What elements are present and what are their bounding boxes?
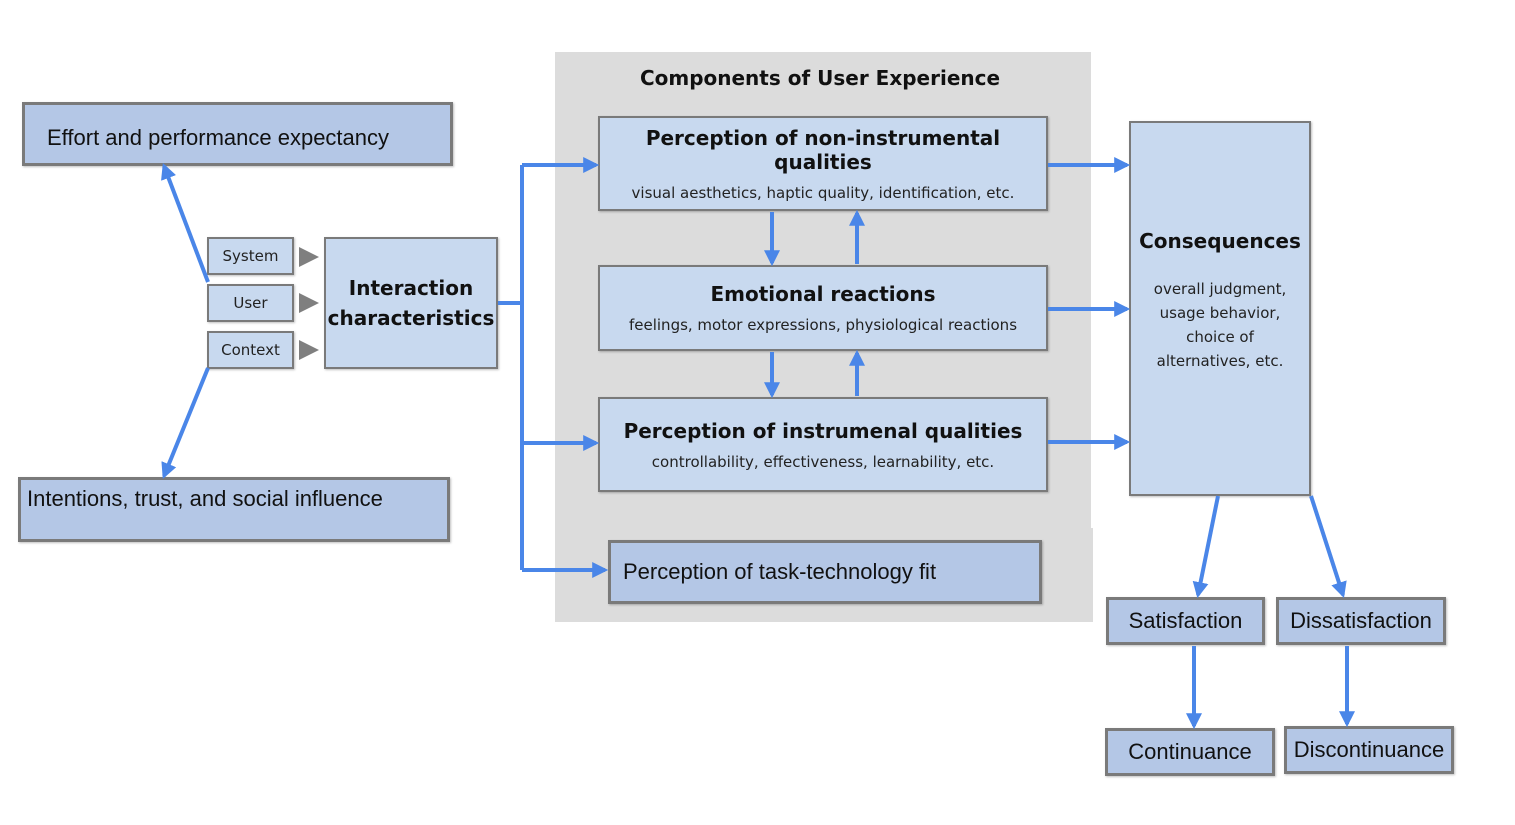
interaction-line-2: characteristics	[327, 306, 495, 330]
consequences-line-3: choice of	[1186, 328, 1254, 346]
input-system-label: System	[222, 247, 279, 265]
instrumental-title: Perception of instrumenal qualities	[623, 418, 1023, 443]
discontinuance-box: Discontinuance	[1284, 726, 1454, 774]
task-technology-fit-box: Perception of task-technology fit	[608, 540, 1042, 604]
intentions-trust-label: Intentions, trust, and social influence	[27, 486, 383, 511]
emotional-subtitle: feelings, motor expressions, physiologic…	[628, 316, 1018, 334]
satisfaction-box: Satisfaction	[1106, 597, 1265, 645]
user-triangle-icon	[299, 293, 319, 313]
consequences-title: Consequences	[1139, 229, 1301, 253]
context-triangle-icon	[299, 340, 319, 360]
non-instrumental-title: Perception of non-instrumental qualities	[645, 125, 1001, 174]
arrow-to-effort	[161, 163, 210, 283]
arrow-to-intentions	[161, 367, 210, 479]
interaction-characteristics-box: Interaction characteristics	[324, 237, 498, 369]
instrumental-qualities-box: Perception of instrumenal qualities cont…	[598, 397, 1048, 492]
arrow-to-satisfaction	[1192, 495, 1220, 599]
input-context: Context	[207, 331, 294, 369]
dissatisfaction-box: Dissatisfaction	[1276, 597, 1446, 645]
emotional-title: Emotional reactions	[710, 282, 936, 306]
non-instrumental-subtitle: visual aesthetics, haptic quality, ident…	[631, 183, 1015, 202]
consequences-box: Consequences overall judgment, usage beh…	[1129, 121, 1311, 496]
emotional-reactions-box: Emotional reactions feelings, motor expr…	[598, 265, 1048, 351]
input-context-label: Context	[221, 341, 280, 359]
continuance-box: Continuance	[1105, 728, 1275, 776]
consequences-line-1: overall judgment,	[1153, 280, 1287, 298]
instrumental-subtitle: controllability, effectiveness, learnabi…	[651, 452, 995, 471]
intentions-trust-box: Intentions, trust, and social influence	[18, 477, 450, 542]
interaction-line-1: Interaction	[348, 276, 474, 300]
input-user: User	[207, 284, 294, 322]
task-technology-fit-label: Perception of task-technology fit	[623, 559, 937, 584]
consequences-line-4: alternatives, etc.	[1156, 352, 1284, 370]
effort-performance-label: Effort and performance expectancy	[47, 125, 390, 150]
system-triangle-icon	[299, 247, 319, 267]
consequences-line-2: usage behavior,	[1159, 304, 1281, 322]
components-title: Components of User Experience	[639, 66, 1001, 90]
effort-performance-box: Effort and performance expectancy	[22, 102, 453, 166]
arrow-to-dissatisfaction	[1309, 495, 1347, 599]
input-user-label: User	[233, 294, 268, 312]
discontinuance-label: Discontinuance	[1293, 737, 1445, 762]
non-instrumental-qualities-box: Perception of non-instrumental qualities…	[598, 116, 1048, 211]
input-system: System	[207, 237, 294, 275]
dissatisfaction-label: Dissatisfaction	[1290, 608, 1432, 633]
continuance-label: Continuance	[1128, 739, 1252, 764]
satisfaction-label: Satisfaction	[1128, 608, 1243, 633]
